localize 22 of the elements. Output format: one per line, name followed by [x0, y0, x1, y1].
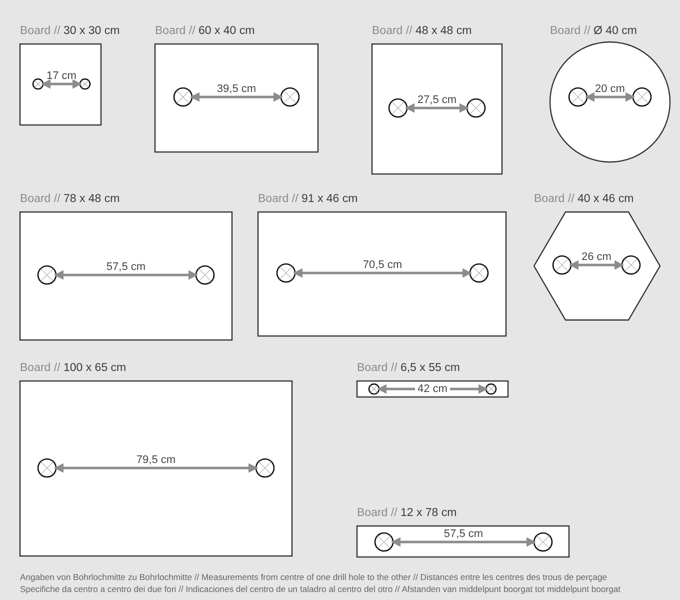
dimension-label: 42 cm: [414, 383, 450, 395]
board-size-label: Board // 100 x 65 cm: [20, 362, 126, 375]
dimension-label: 57,5 cm: [444, 528, 484, 540]
board-size-label: Board // 91 x 46 cm: [258, 193, 358, 206]
footnote-text: Angaben von Bohrlochmitte zu Bohrlochmitte // Measurements from centre of one drill hole to the other // Distances entre les centres des trous de perçage: [20, 572, 608, 583]
dimension-label: 20 cm: [595, 83, 625, 95]
board-size-label: Board // 6,5 x 55 cm: [357, 362, 460, 375]
dimension-label: 17 cm: [46, 70, 76, 82]
board-size-label: Board // 48 x 48 cm: [372, 25, 472, 38]
dimension-label: 39,5 cm: [216, 83, 256, 95]
dimension-label: 70,5 cm: [362, 259, 402, 271]
board-size-label: Board // Ø 40 cm: [550, 25, 637, 38]
dimension-label: 26 cm: [582, 251, 612, 263]
board-size-label: Board // 30 x 30 cm: [20, 25, 120, 38]
board-size-label: Board // 78 x 48 cm: [20, 193, 120, 206]
dimension-label: 57,5 cm: [106, 261, 146, 273]
board-size-label: Board // 40 x 46 cm: [534, 193, 634, 206]
board-size-label: Board // 12 x 78 cm: [357, 507, 457, 520]
dimension-label: 79,5 cm: [136, 454, 176, 466]
dimension-label: 27,5 cm: [417, 94, 457, 106]
footnote-text: Specifiche da centro a centro dei due fori // Indicaciones del centro de un taladro al centro del otro // Afstanden van middelpunt boorgat tot middelpunt boorgat: [20, 584, 621, 595]
board-size-label: Board // 60 x 40 cm: [155, 25, 255, 38]
